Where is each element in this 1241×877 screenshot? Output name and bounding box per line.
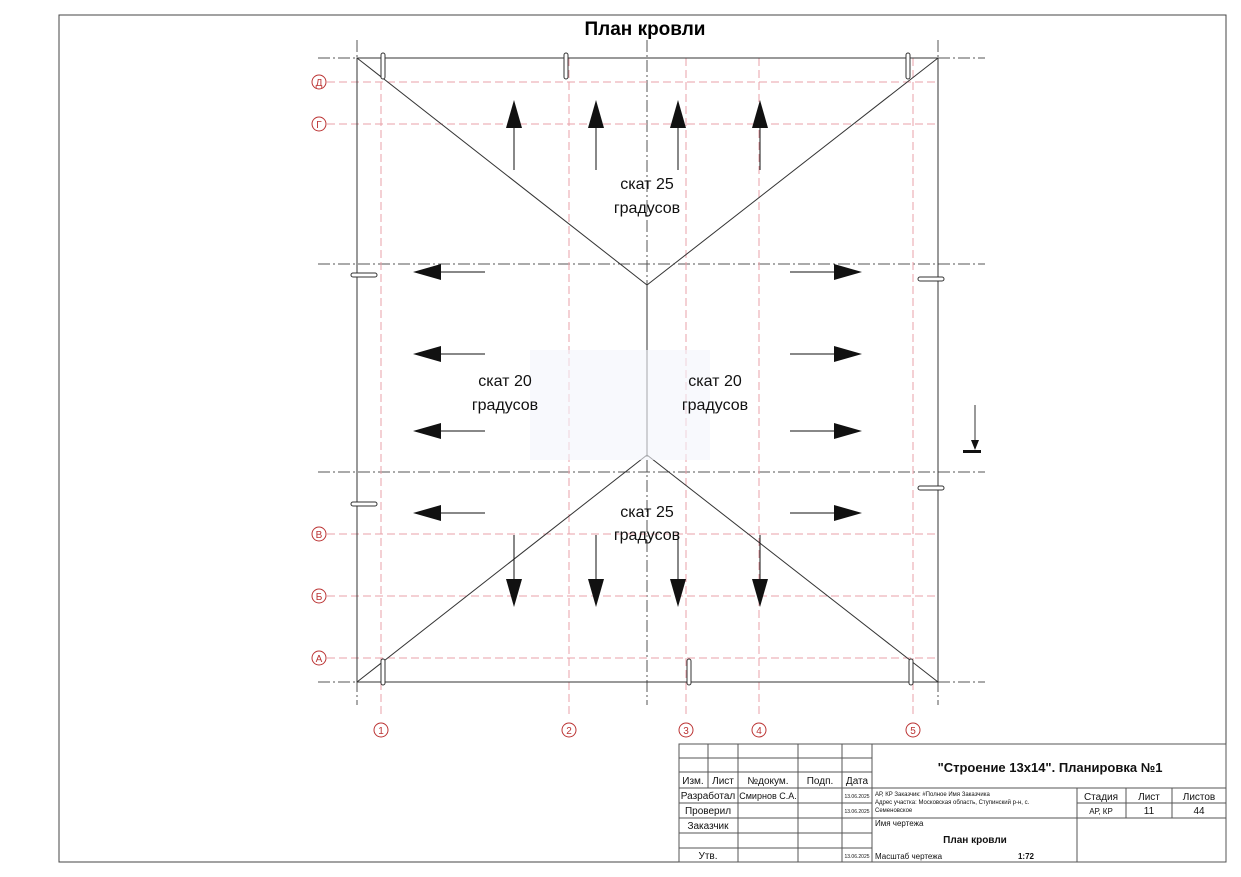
header-list: Лист [712,776,734,787]
axis-marker [373,722,389,738]
axis-marker [311,650,327,666]
axis-label: Д [316,78,323,89]
slope-direction-arrow-icon [588,100,604,170]
downspout-icon [350,501,378,507]
axis-label: В [316,530,323,541]
hip-line [356,57,648,286]
axis-marker [311,116,327,132]
slope-label-bottom: градусов [614,527,680,544]
downspout-icon [908,658,914,686]
slope-direction-arrow-icon [413,264,485,280]
drawing-name: План кровли [943,835,1007,846]
developer-name: Смирнов С.А. [739,791,796,801]
title-block-text: "Строение 13х14". Планировка №1 Изм. Лис… [681,760,1215,862]
role-approved: Утв. [698,851,717,862]
slope-direction-arrow-icon [752,535,768,607]
header-date: Дата [846,776,869,787]
axis-marker [311,588,327,604]
downspout-icon [563,52,569,80]
slope-direction-arrow-icon [506,535,522,607]
downspout-icon [350,272,378,278]
slope-arrows [413,100,862,607]
axis-label: Б [316,592,323,603]
axis-marker [561,722,577,738]
slope-direction-arrow-icon [506,100,522,170]
slope-label-top: скат 25 [620,176,674,193]
axis-marker [678,722,694,738]
downspouts [350,52,945,686]
slope-direction-arrow-icon [413,423,485,439]
downspout-icon [686,658,692,686]
scale-value: 1:72 [1018,852,1035,861]
role-customer: Заказчик [687,821,729,832]
axis-label: 2 [566,726,572,737]
axis-marker [751,722,767,738]
axis-marker [905,722,921,738]
date: 13.06.2025 [844,794,869,800]
drawing-title: План кровли [585,19,706,40]
slope-direction-arrow-icon [413,505,485,521]
info-address: Адрес участка: Московская область, Ступи… [875,799,1030,806]
header-sign: Подп. [807,776,834,787]
slope-label-right: градусов [682,397,748,414]
roof-perimeter [356,57,939,683]
role-developer: Разработал [681,790,736,802]
slope-label-left: градусов [472,397,538,414]
slope-label-top: градусов [614,200,680,217]
slope-direction-arrow-icon [790,264,862,280]
slope-label-right: скат 20 [688,373,742,390]
hip-line [646,454,939,683]
axis-label: 1 [378,726,384,737]
scale-label: Масштаб чертежа [875,852,943,861]
axis-label: Г [316,120,322,131]
info-address-cont: Семеновское [875,808,913,814]
axis-marker [311,74,327,90]
axis-label: 3 [683,726,689,737]
downspout-icon [917,276,945,282]
drawing-name-label: Имя чертежа [875,819,924,828]
sheet-frame [58,14,1227,863]
stage-label: Стадия [1084,792,1118,803]
slope-direction-arrow-icon [670,535,686,607]
sheets-value: 44 [1193,806,1205,817]
info-customer: АР, КР Заказчик: #Полное Имя Заказчика [875,792,990,798]
section-mark [963,405,981,453]
sheet-value: 11 [1144,806,1155,817]
hip-line [646,57,939,286]
highlight-area [530,350,710,460]
role-checker: Проверил [685,806,731,817]
slope-direction-arrow-icon [790,505,862,521]
slope-direction-arrow-icon [790,346,862,362]
date: 13.06.2025 [844,809,869,815]
axis-label: 4 [756,726,762,737]
slope-label-bottom: скат 25 [620,504,674,521]
axis-label: А [316,654,323,665]
sheet-label: Лист [1138,792,1160,803]
slope-direction-arrow-icon [752,100,768,170]
slope-direction-arrow-icon [790,423,862,439]
downspout-icon [917,485,945,491]
stage-value: АР, КР [1089,807,1113,816]
downspout-icon [380,52,386,80]
date: 13.06.2025 [844,854,869,860]
slope-direction-arrow-icon [670,100,686,170]
downspout-icon [905,52,911,80]
header-doc: №докум. [747,776,788,787]
axis-label: 5 [910,726,916,737]
title-block [678,743,1227,863]
project-title: "Строение 13х14". Планировка №1 [938,760,1163,775]
slope-label-left: скат 20 [478,373,532,390]
sheets-label: Листов [1183,792,1216,803]
header-izm: Изм. [682,776,703,787]
axis-marker [311,526,327,542]
hip-line [356,454,648,683]
slope-direction-arrow-icon [413,346,485,362]
slope-labels: скат 25 градусов скат 20 градусов скат 2… [472,176,748,544]
slope-direction-arrow-icon [588,535,604,607]
downspout-icon [380,658,386,686]
